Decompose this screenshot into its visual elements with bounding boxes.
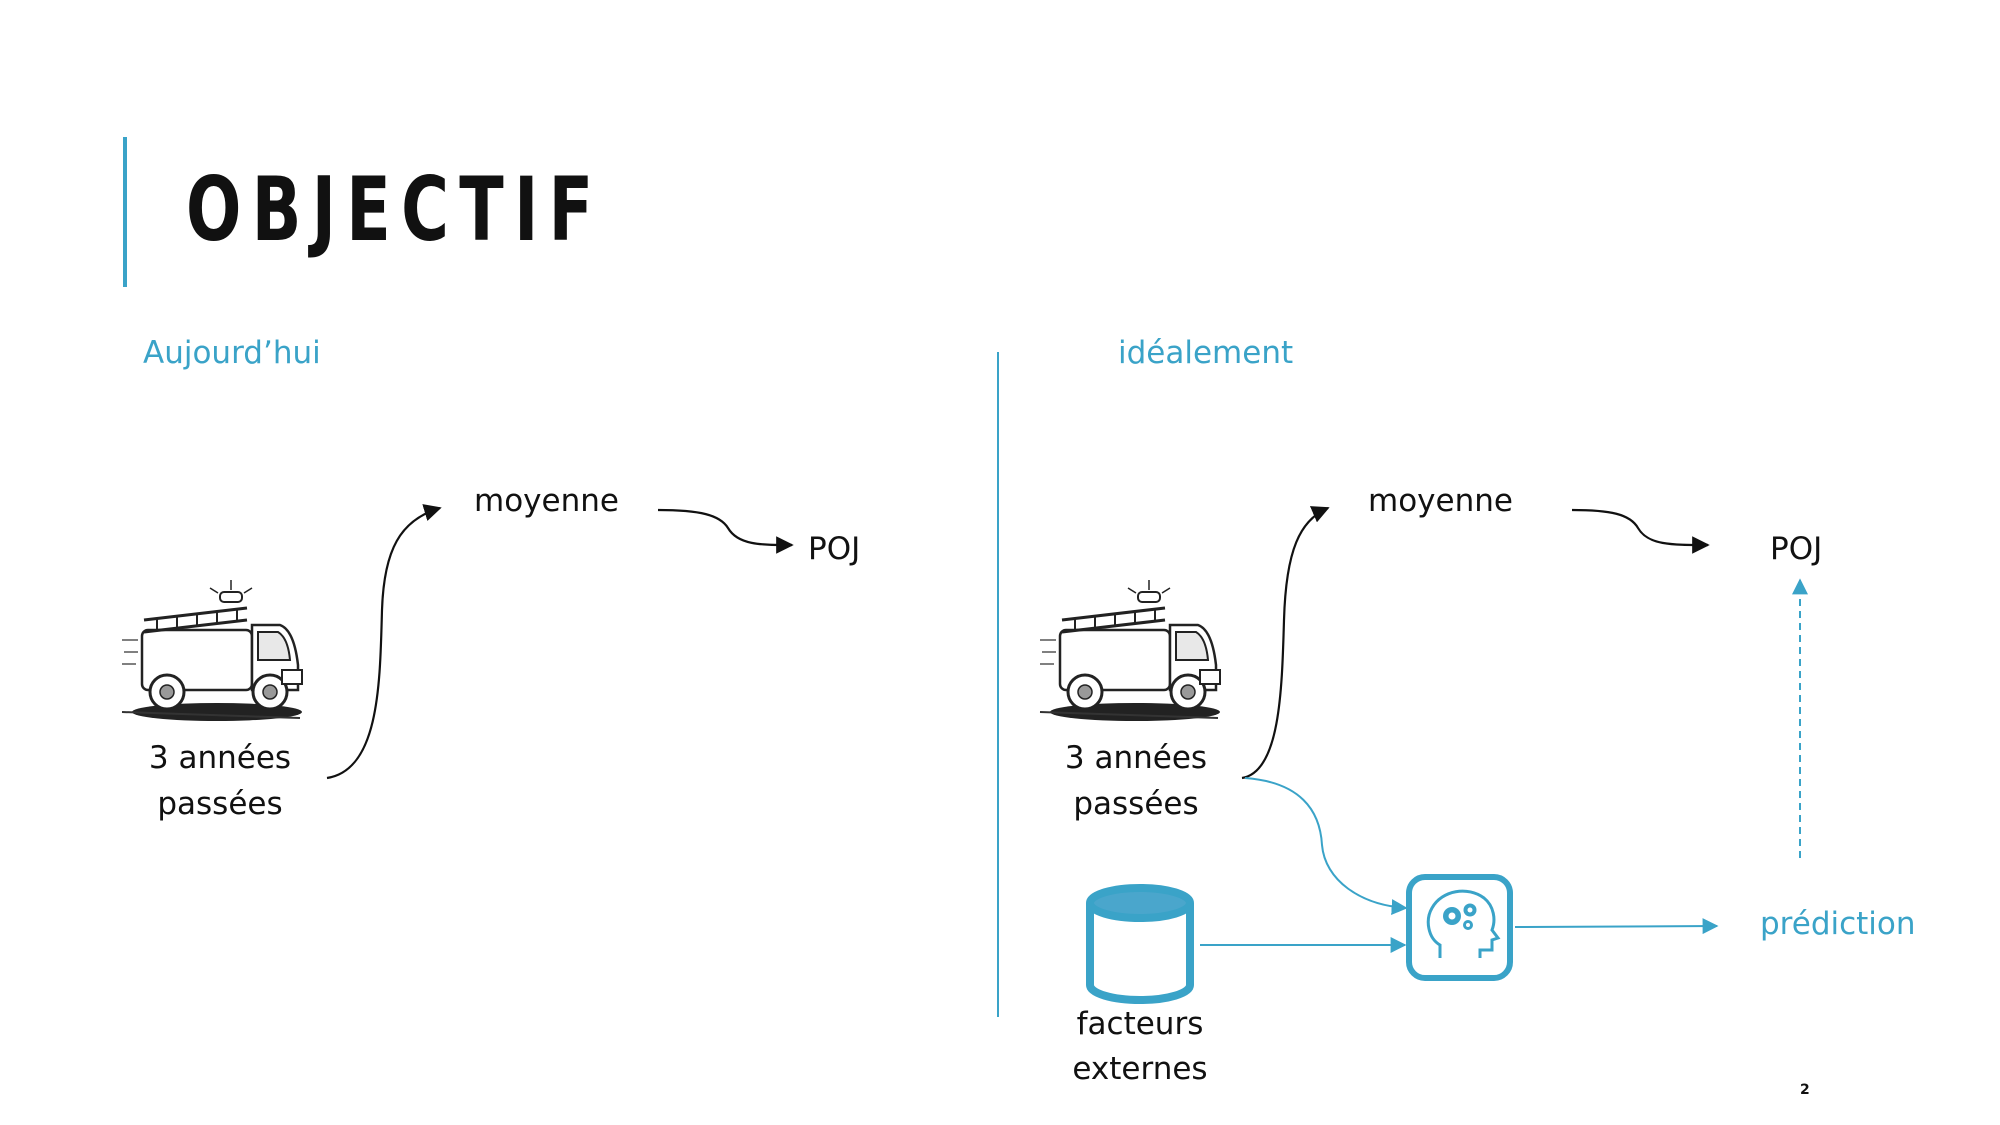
external-factors-line2: externes bbox=[1072, 1051, 1208, 1087]
fire-truck-icon bbox=[121, 580, 303, 721]
left-average-label: moyenne bbox=[474, 483, 619, 519]
right-poj-label: POJ bbox=[1770, 531, 1823, 567]
panel-divider bbox=[997, 352, 999, 1017]
left-years-line1: 3 années bbox=[148, 740, 292, 776]
heading-ideally: idéalement bbox=[1118, 335, 1294, 371]
right-average-label: moyenne bbox=[1368, 483, 1513, 519]
arrow-years-to-average-right bbox=[1241, 506, 1330, 780]
slide-title: OBJECTIF bbox=[186, 158, 604, 261]
fire-truck-icon-right bbox=[1039, 580, 1221, 721]
arrow-model-to-prediction bbox=[1514, 918, 1719, 935]
arrow-years-to-average bbox=[326, 504, 442, 780]
arrow-average-to-poj-right bbox=[1571, 508, 1710, 554]
left-years-line2: passées bbox=[157, 786, 283, 822]
external-factors-line1: facteurs bbox=[1076, 1006, 1204, 1042]
right-years-line2: passées bbox=[1073, 786, 1199, 822]
heading-today: Aujourd’hui bbox=[143, 335, 321, 371]
arrow-average-to-poj bbox=[657, 508, 794, 554]
title-accent-bar bbox=[123, 137, 127, 287]
brain-gears-icon bbox=[1406, 874, 1513, 981]
prediction-label: prédiction bbox=[1760, 906, 1916, 942]
arrow-years-to-model bbox=[1244, 777, 1408, 916]
page-number: 2 bbox=[1800, 1082, 1810, 1098]
left-poj-label: POJ bbox=[808, 531, 861, 567]
database-icon bbox=[1086, 884, 1194, 1004]
right-years-line1: 3 années bbox=[1064, 740, 1208, 776]
